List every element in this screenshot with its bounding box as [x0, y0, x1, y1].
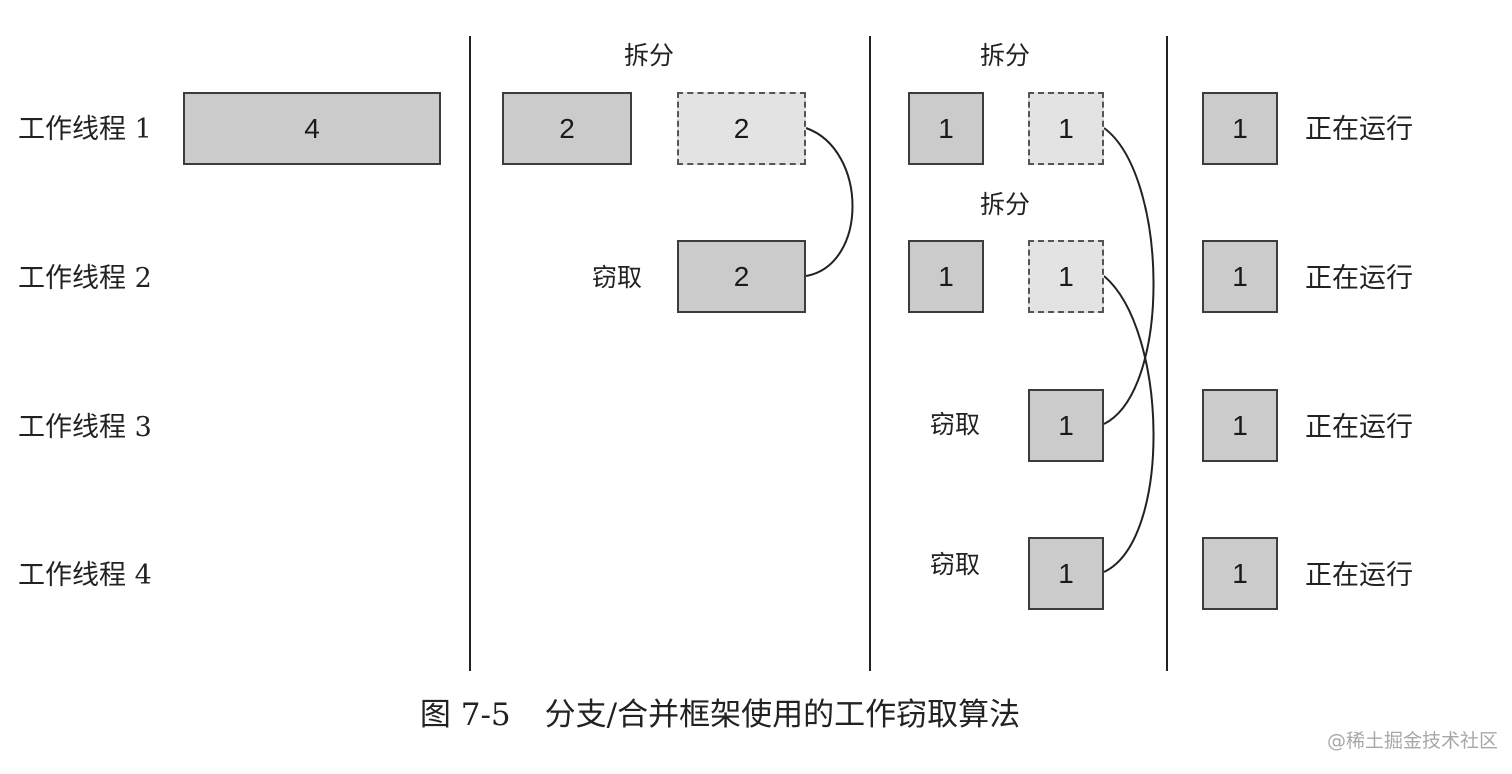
task-block-1-thread2-kept: 1 [908, 240, 984, 313]
task-block-1-thread4-stolen: 1 [1028, 537, 1104, 610]
running-status-thread3: 正在运行 [1305, 412, 1413, 443]
row-label-thread-3: 工作线程 3 [18, 412, 152, 443]
steal-label-stage2: 窃取 [592, 263, 643, 292]
task-block-2-stolen: 2 [677, 240, 806, 313]
split-label-stage2: 拆分 [624, 41, 675, 70]
task-block-2-split: 2 [677, 92, 806, 165]
task-block-1-thread3-stolen: 1 [1028, 389, 1104, 462]
row-label-thread-2: 工作线程 2 [18, 263, 152, 294]
steal-label-thread4: 窃取 [930, 550, 981, 579]
steal-arc-to-thread-3 [1103, 127, 1155, 425]
task-block-1-thread2-running: 1 [1202, 240, 1278, 313]
task-block-1-thread4-running: 1 [1202, 537, 1278, 610]
split-label-stage3-thread1: 拆分 [980, 41, 1031, 70]
steal-arc-to-thread-4 [1103, 275, 1155, 573]
figure-number: 图 7-5 [419, 697, 511, 733]
watermark: @稀土掘金技术社区 [1326, 730, 1498, 752]
running-status-thread1: 正在运行 [1305, 114, 1413, 145]
row-label-thread-4: 工作线程 4 [18, 560, 152, 591]
running-status-thread4: 正在运行 [1305, 560, 1413, 591]
running-status-thread2: 正在运行 [1305, 263, 1413, 294]
task-block-1-thread1-running: 1 [1202, 92, 1278, 165]
figure-title: 分支/合并框架使用的工作窃取算法 [544, 697, 1021, 733]
steal-arc-stage2 [805, 127, 854, 277]
row-label-thread-1: 工作线程 1 [18, 114, 152, 145]
task-block-4: 4 [183, 92, 441, 165]
task-block-1-thread1-kept: 1 [908, 92, 984, 165]
steal-label-thread3: 窃取 [930, 410, 981, 439]
split-label-stage3-thread2: 拆分 [980, 190, 1031, 219]
task-block-1-thread2-split: 1 [1028, 240, 1104, 313]
figure-caption: 图 7-5 分支/合并框架使用的工作窃取算法 [0, 700, 1440, 731]
task-block-1-thread3-running: 1 [1202, 389, 1278, 462]
task-block-1-thread1-split: 1 [1028, 92, 1104, 165]
task-block-2-kept: 2 [502, 92, 632, 165]
